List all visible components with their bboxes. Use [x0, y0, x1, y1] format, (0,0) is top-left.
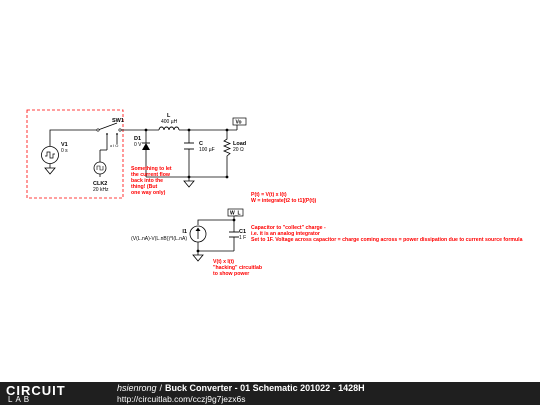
hacking-note: V(t) x I(t) "hacking" circuitlab to show… — [213, 259, 263, 277]
sw1-name: SW1 — [112, 118, 124, 124]
ground-symbol-v1 — [44, 167, 56, 175]
junction-dots — [144, 128, 229, 179]
capacitor-note: Capacitor to "collect" charge - i.e. it … — [251, 225, 523, 243]
load-name: Load — [233, 141, 246, 147]
load-resistor[interactable]: Load 20 Ω — [222, 137, 246, 159]
v1-name: V1 — [61, 142, 68, 148]
d1-diode[interactable]: D1 0 V — [134, 136, 150, 150]
v1-value: 0 s — [61, 148, 68, 154]
c1-capacitor[interactable]: C1 1 F — [229, 229, 246, 241]
author-link[interactable]: hsienrong — [117, 383, 157, 393]
c-name: C — [199, 141, 203, 147]
i1-expr: (V(L.nA)-V(L.nB))*I(L.nA) — [131, 236, 187, 242]
vo-label: Vo — [236, 120, 242, 126]
logo-text-top: CIRCUIT — [6, 383, 66, 398]
d1-value: 0 V — [134, 142, 142, 148]
c-value: 100 µF — [199, 147, 215, 153]
sw1-pin-io: I O — [113, 143, 118, 148]
circuitlab-logo[interactable]: CIRCUIT LAB — [6, 383, 82, 404]
schematic-canvas[interactable]: V1 0 s SW1 o I O CLK2 20 kHz D1 0 V L 40… — [0, 0, 540, 382]
dashed-group-box — [26, 109, 124, 199]
d1-name: D1 — [134, 136, 141, 142]
wl-net-label[interactable]: W_L — [227, 208, 244, 217]
c1-name: C1 — [239, 229, 246, 235]
logo-text-bottom: LAB — [8, 395, 33, 404]
diode-note: Something to let the current flow back i… — [131, 166, 173, 196]
clk2-value: 20 kHz — [93, 187, 109, 193]
power-formula-note: P(t) = V(t) x I(t) W = integrate[t2 to t… — [251, 192, 317, 204]
c-capacitor[interactable]: C 100 µF — [184, 141, 215, 153]
vo-net-label[interactable]: Vo — [232, 117, 247, 130]
l-inductor[interactable]: L 400 µH — [158, 113, 180, 131]
clk2-clock-source[interactable]: CLK2 20 kHz — [93, 149, 109, 193]
i1-name: I1 — [182, 229, 187, 235]
ground-symbol-bottom — [192, 254, 204, 262]
junction-dots-bottom — [196, 218, 236, 253]
l-value: 400 µH — [161, 119, 178, 125]
l-name: L — [167, 113, 171, 119]
ground-symbol-main — [183, 180, 195, 188]
sw1-pin-o: o — [110, 143, 113, 148]
wl-label: W_L — [230, 211, 241, 217]
load-value: 20 Ω — [233, 147, 244, 153]
footer-bar: CIRCUIT LAB hsienrong/Buck Converter - 0… — [0, 382, 540, 405]
v1-voltage-source[interactable]: V1 0 s — [41, 142, 69, 164]
title-separator: / — [159, 383, 163, 393]
clk2-name: CLK2 — [93, 181, 107, 187]
schematic-title-line: hsienrong/Buck Converter - 01 Schematic … — [117, 383, 365, 393]
sw1-switch[interactable]: SW1 o I O — [96, 118, 124, 148]
schematic-title: Buck Converter - 01 Schematic 201022 - 1… — [165, 383, 365, 393]
i1-current-source[interactable]: I1 (V(L.nA)-V(L.nB))*I(L.nA) — [131, 225, 207, 243]
c1-value: 1 F — [239, 235, 246, 241]
schematic-url[interactable]: http://circuitlab.com/cczj9g7jezx6s — [117, 394, 246, 404]
